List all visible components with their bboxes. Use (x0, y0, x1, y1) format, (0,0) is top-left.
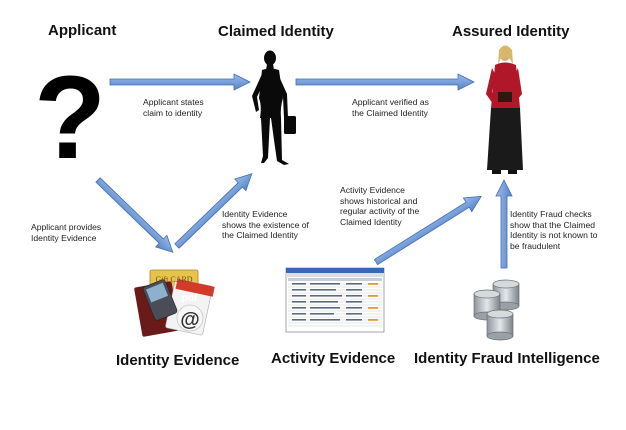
question-mark-icon: ? (34, 52, 106, 184)
caption-line: Activity Evidence (340, 185, 405, 195)
businesswoman-icon (486, 45, 523, 174)
caption-line: Identity Evidence (222, 209, 288, 219)
caption-activity-evidence: Activity Evidence shows historical and r… (340, 185, 419, 227)
arrow-applicant-to-claimed (109, 73, 251, 91)
arrow-claimed-to-assured (295, 73, 475, 91)
caption-line: Applicant verified as (352, 97, 429, 107)
caption-line: Applicant provides (31, 222, 102, 232)
caption-verified: Applicant verified as the Claimed Identi… (352, 97, 429, 118)
caption-line: claim to identity (143, 107, 203, 118)
card-label: Gift CARD (155, 275, 192, 284)
arrow-evidence-to-claimed (174, 173, 253, 249)
arrow-applicant-to-evidence (95, 177, 174, 253)
pdf-label: .pdf (179, 293, 198, 304)
title-activity-evidence: Activity Evidence (271, 350, 396, 367)
database-stack-icon (473, 279, 520, 341)
caption-line: Claimed Identity (340, 216, 402, 227)
documents-collage-icon (134, 269, 215, 337)
caption-states-claim: Applicant states claim to identity (143, 97, 204, 118)
woman-silhouette-icon (252, 50, 296, 165)
title-fraud-intelligence: Identity Fraud Intelligence (414, 350, 600, 367)
arrow-activity-to-assured (373, 195, 482, 266)
caption-line: shows historical and (340, 195, 418, 206)
caption-line: Identity Fraud checks (510, 209, 592, 219)
title-applicant: Applicant (48, 22, 117, 39)
caption-line: show that the Claimed (510, 219, 596, 230)
caption-line: be fraudulent (510, 240, 561, 251)
caption-line: Identity is not known to (510, 230, 598, 240)
caption-provides-evidence: Applicant provides Identity Evidence (31, 222, 101, 243)
caption-fraud-checks: Identity Fraud checks show that the Clai… (510, 209, 597, 251)
title-identity-evidence: Identity Evidence (116, 352, 240, 369)
at-sign-icon: @ (180, 309, 200, 331)
caption-line: Applicant states (143, 97, 204, 107)
title-claimed-identity: Claimed Identity (218, 23, 334, 40)
spreadsheet-window-icon (285, 267, 385, 333)
arrow-fraud-to-assured (495, 179, 513, 269)
caption-line: Identity Evidence (31, 232, 97, 243)
title-assured-identity: Assured Identity (452, 23, 570, 40)
caption-shows-existence: Identity Evidence shows the existence of… (222, 209, 309, 241)
caption-line: the Claimed Identity (352, 107, 428, 118)
caption-line: shows the existence of (222, 219, 309, 230)
caption-line: the Claimed Identity (222, 230, 298, 240)
caption-line: regular activity of the (340, 206, 420, 216)
